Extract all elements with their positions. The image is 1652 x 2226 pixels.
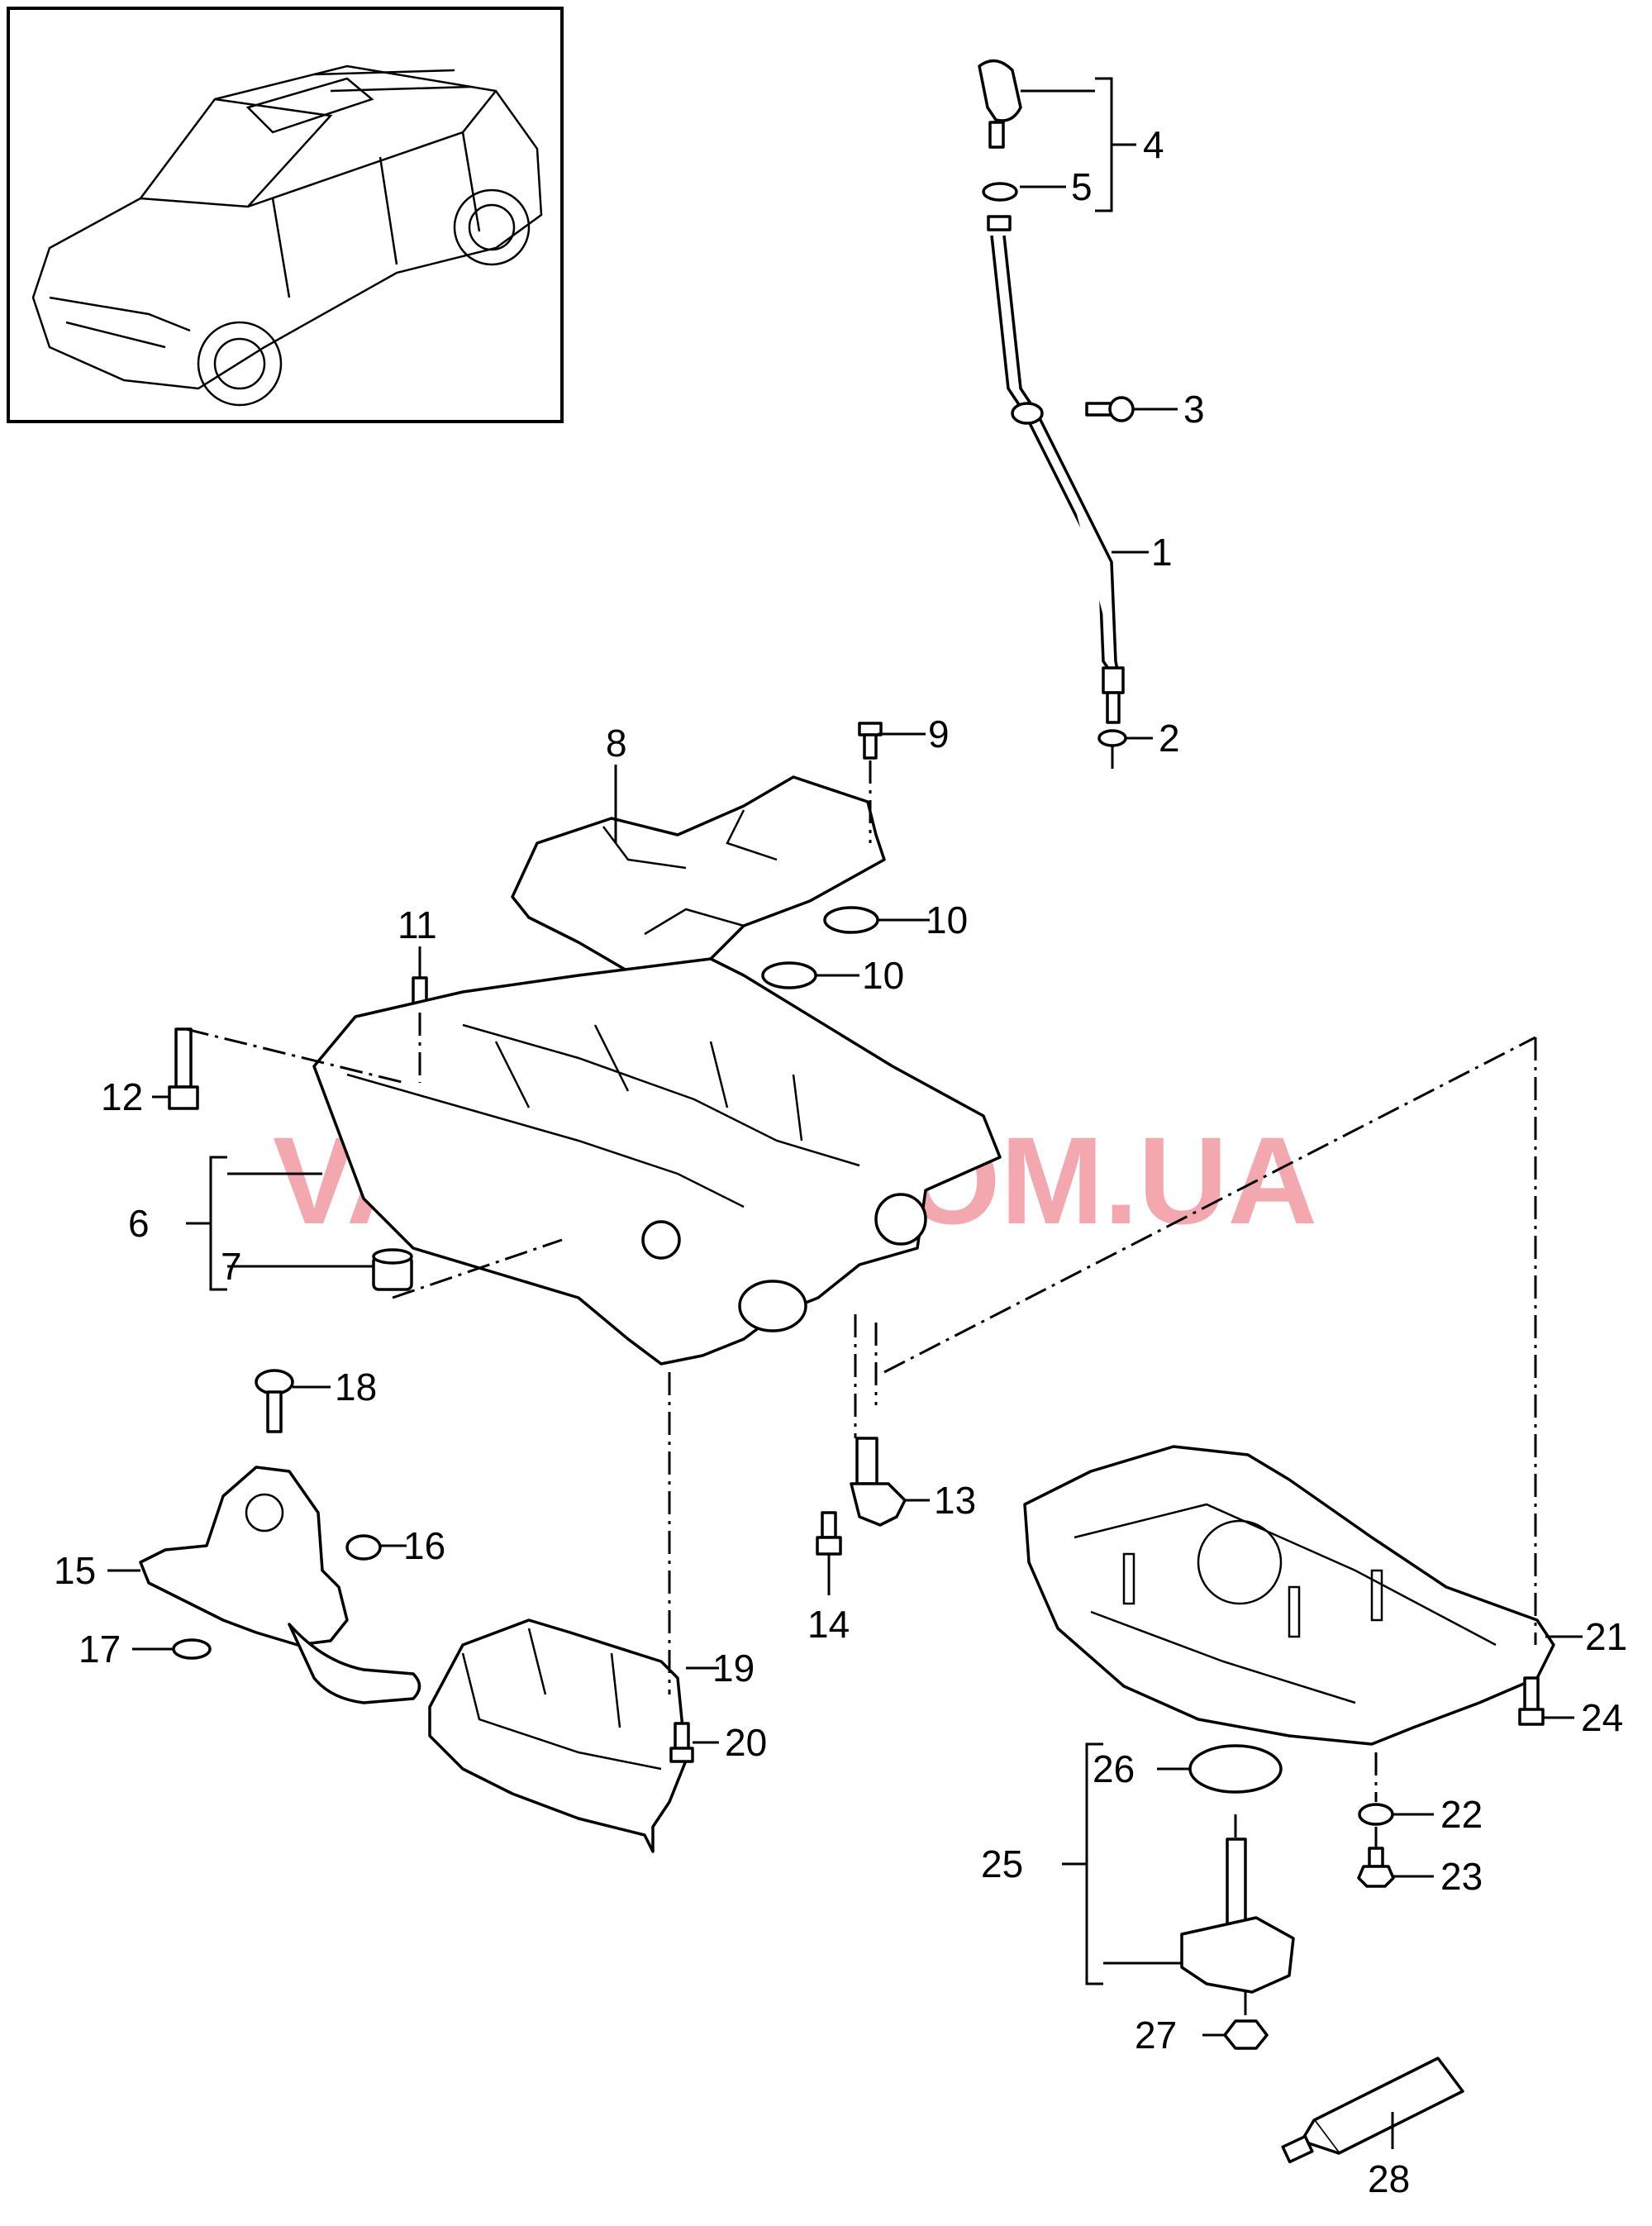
callout-25: 25 [981, 1842, 1023, 1885]
callout-23: 23 [1440, 1855, 1483, 1898]
callout-4: 4 [1143, 123, 1164, 166]
lower-oil-pan [1023, 1445, 1555, 1746]
o-ring-lower [761, 961, 817, 989]
tube-seal [1097, 729, 1127, 769]
callout-27: 27 [1135, 2014, 1177, 2057]
callout-26: 26 [1093, 1747, 1135, 1790]
baffle-bolt [858, 722, 883, 843]
leader-lines [107, 77, 1583, 2149]
oil-level-sensor [1180, 1838, 1295, 1994]
callout-8: 8 [606, 722, 627, 765]
callout-19: 19 [712, 1647, 755, 1690]
callout-1: 1 [1151, 531, 1173, 574]
callout-6: 6 [128, 1202, 150, 1245]
oil-sensor [850, 1437, 907, 1527]
callout-10-upper: 10 [926, 899, 968, 941]
callout-24: 24 [1581, 1696, 1623, 1739]
pan-bolt-right [1518, 1676, 1545, 1726]
tube-bolt [1085, 396, 1135, 422]
oil-pump [139, 1466, 421, 1704]
callout-9: 9 [928, 713, 950, 756]
sensor-nut [1223, 2019, 1269, 2050]
callout-17: 17 [79, 1628, 121, 1671]
callout-13: 13 [934, 1479, 976, 1522]
pan-bolt-left [168, 1027, 199, 1110]
dipstick-tube [990, 235, 1125, 724]
callout-21: 21 [1585, 1615, 1627, 1658]
o-ring-upper [823, 906, 879, 934]
callout-28: 28 [1368, 2157, 1410, 2200]
pump-bolt [255, 1369, 294, 1433]
assembly-lines [185, 1013, 1537, 2021]
dipstick-handle [978, 59, 1022, 231]
callout-3: 3 [1183, 388, 1205, 431]
callout-7: 7 [221, 1245, 242, 1288]
callout-11: 11 [398, 903, 437, 946]
callout-labels: 1 2 3 4 5 6 7 8 9 10 10 11 12 13 14 15 1… [54, 123, 1627, 2200]
callout-2: 2 [1159, 717, 1180, 760]
pump-o-ring [172, 1638, 212, 1660]
sensor-bolt [816, 1511, 842, 1556]
callout-22: 22 [1440, 1793, 1483, 1836]
callout-16: 16 [403, 1524, 445, 1567]
baffle-plate [511, 775, 886, 985]
drain-washer [1358, 1803, 1394, 1826]
callout-14: 14 [807, 1603, 850, 1646]
vehicle-thumbnail [7, 7, 564, 423]
callout-15: 15 [54, 1549, 96, 1592]
upper-oil-pan [312, 957, 1002, 1366]
windage-tray [428, 1618, 688, 1853]
sealant-tube [1281, 2057, 1464, 2164]
callout-10-lower: 10 [862, 954, 904, 997]
pump-clip [345, 1534, 382, 1561]
callout-5: 5 [1071, 165, 1093, 208]
tray-bolt [669, 1722, 694, 1763]
oil-plug [372, 1248, 413, 1291]
callout-20: 20 [725, 1721, 767, 1764]
drain-plug [1357, 1847, 1395, 1888]
level-sensor-o-ring [1188, 1744, 1283, 1794]
callout-18: 18 [335, 1366, 377, 1409]
callout-12: 12 [101, 1075, 143, 1118]
